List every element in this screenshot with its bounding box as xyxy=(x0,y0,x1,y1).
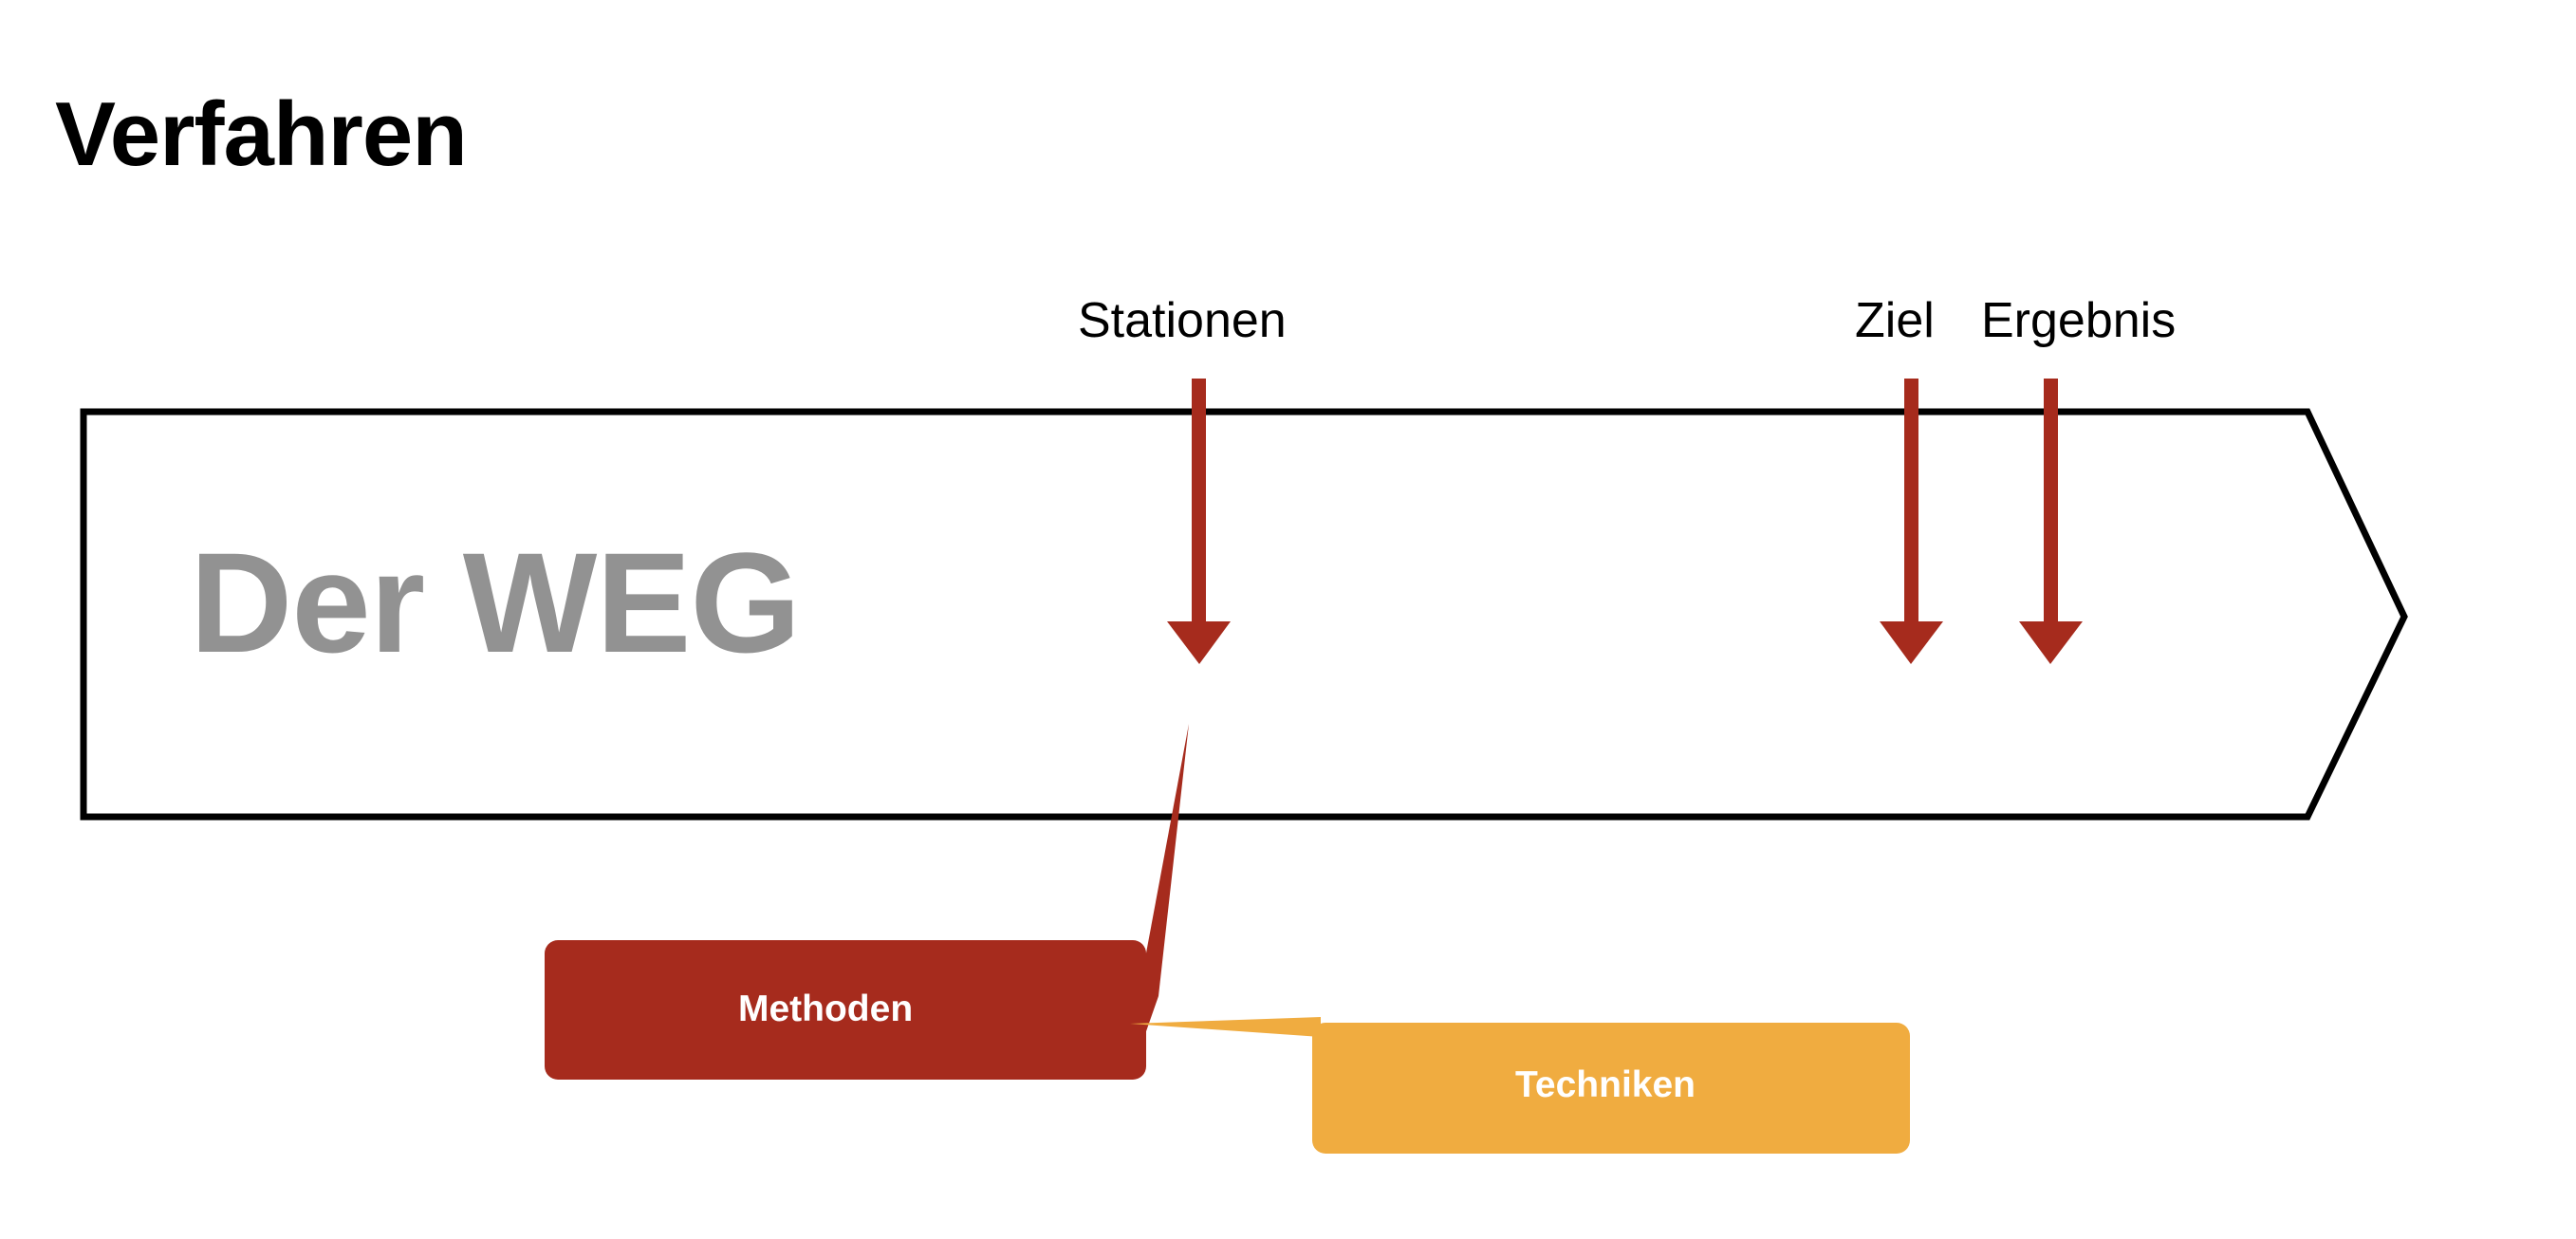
techniken-box[interactable] xyxy=(1312,1023,1910,1154)
process-arrow-label: Der WEG xyxy=(190,523,801,682)
methoden-box-label: Methoden xyxy=(738,989,914,1029)
callout-label-ziel: Ziel xyxy=(1855,293,1935,348)
ziel-arrow-icon xyxy=(1880,379,1943,664)
methoden-callout-spike xyxy=(1145,724,1189,1034)
page-title: Verfahren xyxy=(55,83,468,185)
techniken-callout-spike xyxy=(1130,1017,1321,1037)
techniken-box-label: Techniken xyxy=(1515,1064,1696,1105)
callout-label-ergebnis: Ergebnis xyxy=(1981,293,2177,348)
stationen-arrow-icon xyxy=(1167,379,1231,664)
methoden-box[interactable] xyxy=(545,940,1146,1080)
ergebnis-arrow-icon xyxy=(2019,379,2083,664)
process-arrow-shape xyxy=(80,408,2408,821)
callout-label-stationen: Stationen xyxy=(1078,293,1287,348)
